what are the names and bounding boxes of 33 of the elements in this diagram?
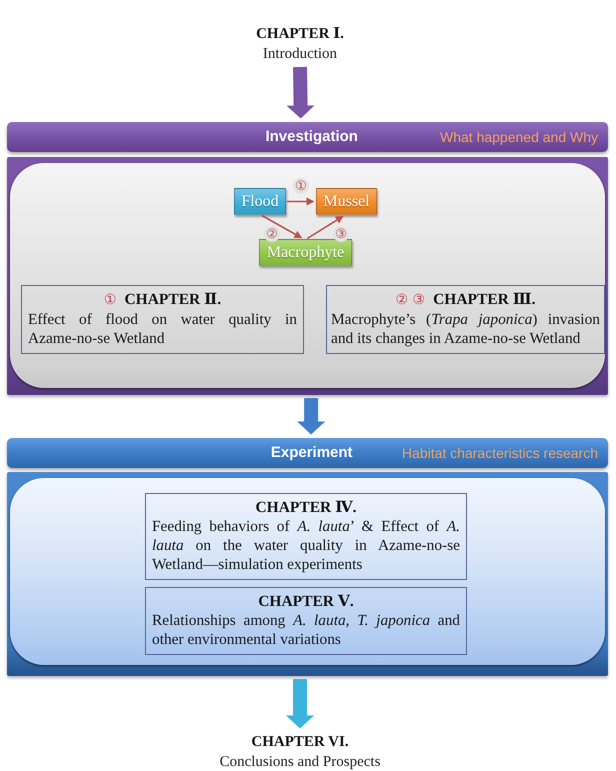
header-bar <box>7 122 608 152</box>
factor-box: Macrophyte <box>259 239 352 266</box>
arrow <box>287 198 314 206</box>
chapter-heading: CHAPTER Ⅲ. <box>433 290 536 309</box>
chapter-subtitle: Conclusions and Prospects <box>220 753 380 771</box>
bar-title: Experiment <box>270 444 353 462</box>
arrow <box>306 216 344 240</box>
chapter-description: Relationships among A. lauta, T. japonica and other environmental variations <box>152 611 460 649</box>
chapter-heading: CHAPTER Ⅴ. <box>258 592 354 611</box>
chapter-box <box>145 493 467 580</box>
circled-number: ② ③ <box>396 291 426 310</box>
chapter-box <box>21 285 304 354</box>
factor-box: Mussel <box>316 188 377 215</box>
chapter-box <box>326 285 605 354</box>
chapter-description: Feeding behaviors of A. lauta’ & Effect of A. lauta on the water quality in Azame-no-se Wetland—simulation experiments <box>152 517 460 574</box>
chapter-box <box>145 587 467 655</box>
block-arrow <box>297 398 326 434</box>
chapter-heading: CHAPTER Ⅱ. <box>124 290 222 309</box>
factor-box: Flood <box>234 188 286 215</box>
arrow <box>262 214 302 238</box>
chapter-subtitle: Introduction <box>262 45 338 64</box>
chapter-heading: CHAPTER Ⅰ. <box>256 25 344 44</box>
chapter-heading: CHAPTER VI. <box>251 733 349 752</box>
chapter-heading: CHAPTER Ⅳ. <box>255 498 357 517</box>
block-arrow <box>286 679 314 728</box>
chapter-description: Effect of flood on water quality in Azame-no-se Wetland <box>28 310 297 348</box>
bar-subtitle: What happened and Why <box>440 128 598 146</box>
block-arrow <box>286 66 315 118</box>
bar-subtitle: Habitat characteristics research <box>402 444 598 462</box>
header-bar <box>7 438 608 468</box>
chapter-description: Macrophyte’s (Trapa japonica) invasion and its changes in Azame-no-se Wetland <box>331 310 600 348</box>
bar-title: Investigation <box>265 128 358 146</box>
circled-number: ① <box>104 291 116 310</box>
